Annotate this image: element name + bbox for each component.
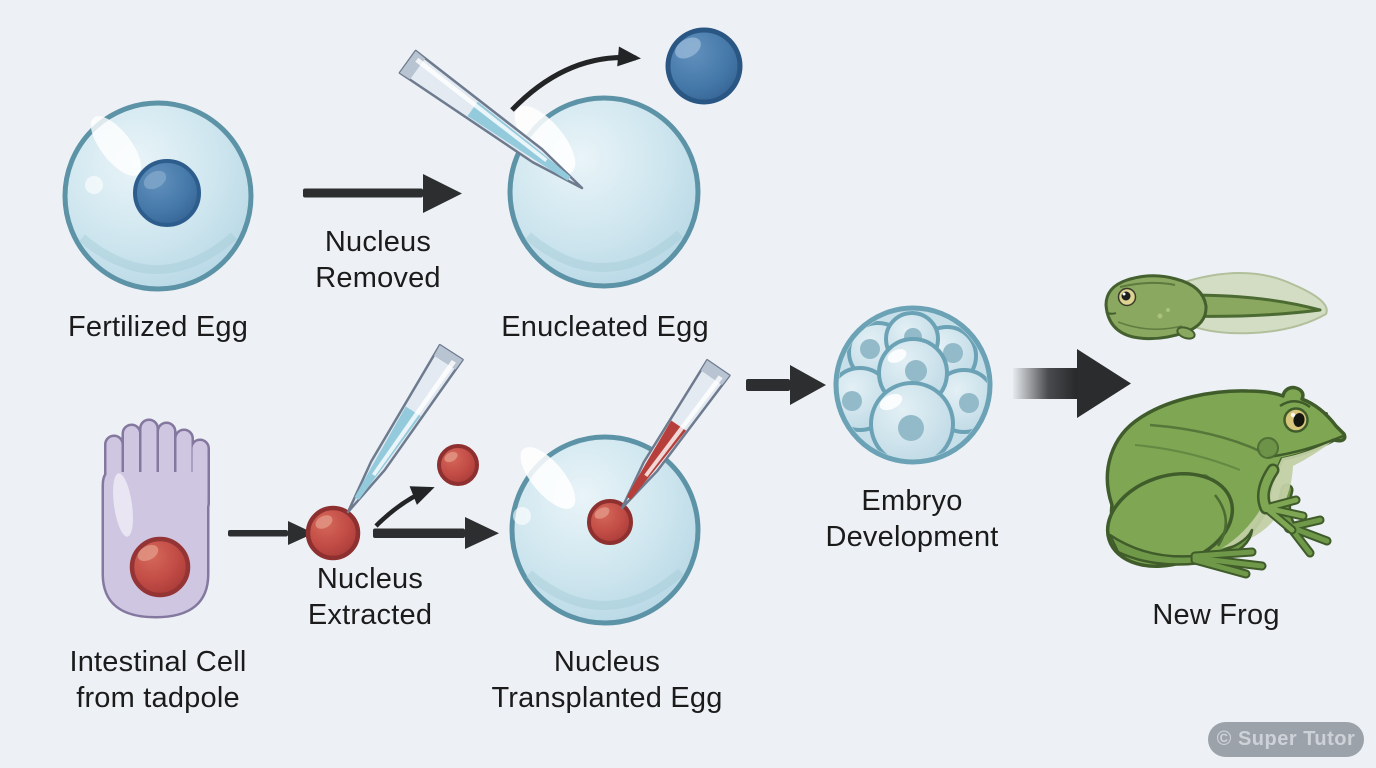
fertilized-egg-nucleus bbox=[133, 159, 201, 227]
pipette-icon bbox=[620, 359, 731, 510]
development-arrow-icon bbox=[746, 365, 826, 405]
transplant-arrow-icon bbox=[373, 517, 499, 549]
nucleus-extracted-line1: Nucleus bbox=[316, 563, 424, 595]
nucleus-removed-line2: Removed bbox=[315, 262, 441, 294]
fertilized-egg-icon bbox=[62, 100, 254, 292]
removed-nucleus-icon bbox=[665, 27, 743, 105]
intestinal-cell-line2: from tadpole bbox=[76, 682, 240, 714]
frog-eye bbox=[1279, 400, 1311, 433]
tadpole-eye bbox=[1117, 287, 1137, 307]
transplanted-egg-icon bbox=[509, 434, 701, 626]
intestinal-cell-icon bbox=[101, 418, 210, 619]
frog-icon bbox=[1105, 385, 1347, 579]
enucleated-egg-icon bbox=[507, 95, 701, 289]
embryo-line2: Development bbox=[825, 521, 999, 553]
nucleus-transplanted-line1: Nucleus bbox=[553, 646, 661, 678]
curved-arrow-icon bbox=[510, 46, 641, 112]
embryo-line1: Embryo bbox=[861, 485, 963, 517]
growth-arrow-icon bbox=[1013, 349, 1131, 418]
extracted-nucleus-icon bbox=[305, 505, 361, 561]
tadpole-icon bbox=[1104, 272, 1328, 341]
intestinal-cell-nucleus bbox=[129, 536, 191, 598]
curved-arrow-icon bbox=[374, 486, 435, 528]
nucleus-transplanted-label: Nucleus Transplanted Egg bbox=[491, 644, 722, 716]
new-frog-label: New Frog bbox=[1152, 599, 1280, 631]
fertilized-egg-label: Fertilized Egg bbox=[67, 311, 249, 343]
watermark-badge: © Super Tutor bbox=[1208, 722, 1364, 757]
nucleus-extracted-line2: Extracted bbox=[307, 599, 433, 631]
intestinal-cell-line1: Intestinal Cell bbox=[69, 646, 247, 678]
extracted-nucleus-moved-icon bbox=[437, 444, 479, 486]
nucleus-removed-arrow-icon bbox=[303, 174, 462, 213]
nucleus-transplanted-line2: Transplanted Egg bbox=[491, 682, 723, 714]
enucleated-egg-label: Enucleated Egg bbox=[501, 311, 709, 343]
pipette-icon bbox=[398, 49, 584, 190]
nucleus-extracted-label: Nucleus Extracted bbox=[308, 561, 432, 633]
nucleus-removed-line1: Nucleus bbox=[324, 226, 432, 258]
nucleus-removed-label: Nucleus Removed bbox=[315, 224, 441, 296]
watermark-text: © Super Tutor bbox=[1216, 728, 1356, 750]
extract-arrow-icon bbox=[228, 521, 314, 545]
transplanted-nucleus bbox=[587, 499, 633, 545]
intestinal-cell-label: Intestinal Cell from tadpole bbox=[69, 644, 246, 716]
pipette-icon bbox=[346, 343, 464, 514]
embryo-development-label: Embryo Development bbox=[825, 483, 998, 555]
embryo-icon bbox=[833, 305, 993, 465]
